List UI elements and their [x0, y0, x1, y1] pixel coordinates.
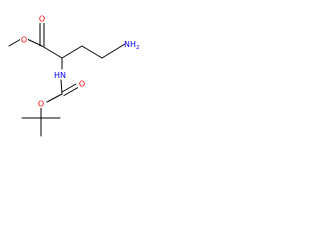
- bond-beta-gamma: [81, 45, 103, 59]
- atom-labels: O O NH 2 HN O O: [20, 14, 140, 109]
- carbonyl-oxygen-label: O: [39, 15, 45, 24]
- ester-oxygen-label: O: [21, 36, 27, 45]
- bond-carbamate-double-a: [61, 83, 77, 93]
- carbamate-ester-oxygen-background: [37, 99, 45, 108]
- bond-delta-amine: [119, 43, 126, 48]
- bond-carbamate-double-b: [63, 87, 79, 96]
- amine-subscript-label: 2: [136, 45, 140, 51]
- amine-nitrogen-label: NH: [124, 40, 136, 49]
- carbonyl-oxygen-background: [38, 14, 46, 23]
- molecule-structure: O O NH 2 HN O O: [8, 14, 140, 137]
- carbamate-ester-oxygen-label: O: [38, 100, 44, 109]
- amide-nitrogen-label: HN: [54, 71, 66, 80]
- bond-gamma-delta: [101, 46, 121, 59]
- amide-nitrogen-background: [53, 70, 68, 79]
- bond-carbamate-ester-oxygen: [46, 93, 63, 103]
- bond-carbonyl-alpha: [41, 45, 63, 59]
- bond-alpha-beta: [61, 45, 83, 59]
- carbamate-carbonyl-oxygen-label: O: [79, 80, 85, 89]
- bonds: [8, 22, 126, 137]
- ester-oxygen-background: [20, 35, 28, 44]
- carbamate-carbonyl-oxygen-background: [78, 79, 86, 88]
- bond-methyl-ester-oxygen: [8, 38, 22, 47]
